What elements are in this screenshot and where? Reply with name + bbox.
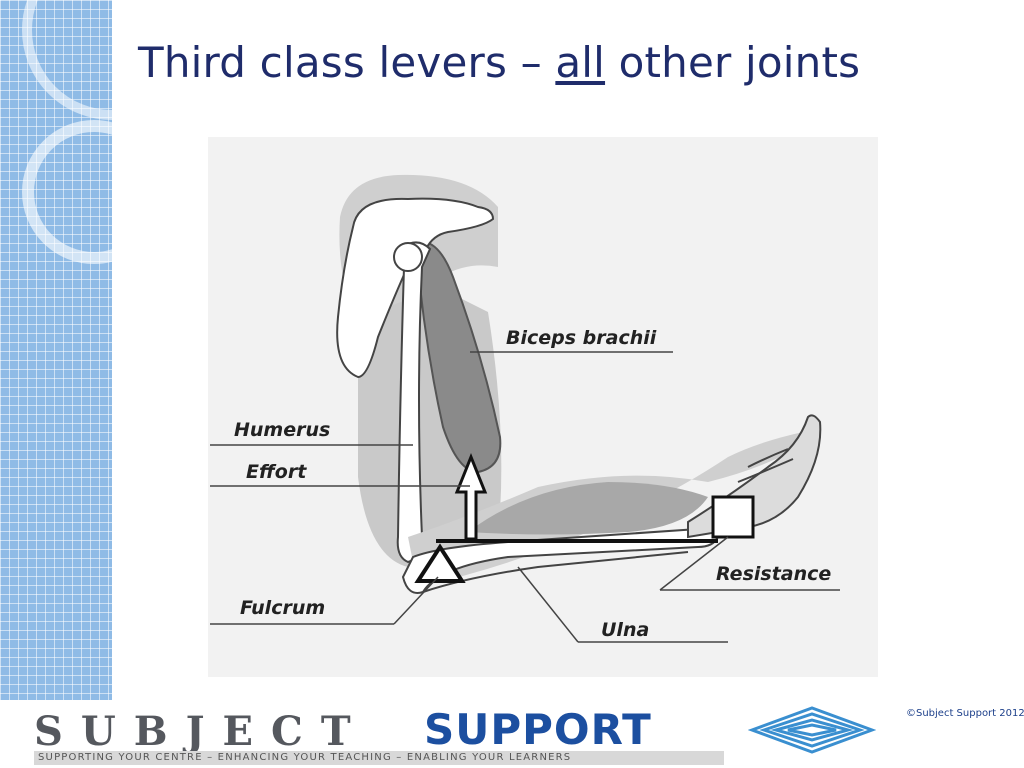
label-fulcrum: Fulcrum xyxy=(240,597,326,619)
label-biceps-brachii: Biceps brachii xyxy=(506,327,657,349)
arm-illustration xyxy=(210,174,840,643)
subject-support-logo-icon xyxy=(748,706,876,754)
label-effort: Effort xyxy=(246,461,307,483)
arm-lever-diagram: Biceps brachii Humerus Effort Resistance… xyxy=(208,137,878,677)
label-ulna: Ulna xyxy=(601,619,650,641)
copyright-notice: ©Subject Support 2012 xyxy=(906,708,1024,719)
logo-support-text: SUPPORT xyxy=(424,705,652,754)
title-text-start: Third class levers – xyxy=(138,38,556,87)
title-text-end: other joints xyxy=(605,38,861,87)
slide-title: Third class levers – all other joints xyxy=(138,38,860,87)
title-underlined-word: all xyxy=(555,38,606,87)
logo-subject-text: SUBJECT xyxy=(34,708,369,755)
decorative-side-strip xyxy=(0,0,112,700)
logo-tagline: SUPPORTING YOUR CENTRE – ENHANCING YOUR … xyxy=(34,751,724,765)
label-humerus: Humerus xyxy=(234,419,331,441)
label-resistance: Resistance xyxy=(716,563,832,585)
